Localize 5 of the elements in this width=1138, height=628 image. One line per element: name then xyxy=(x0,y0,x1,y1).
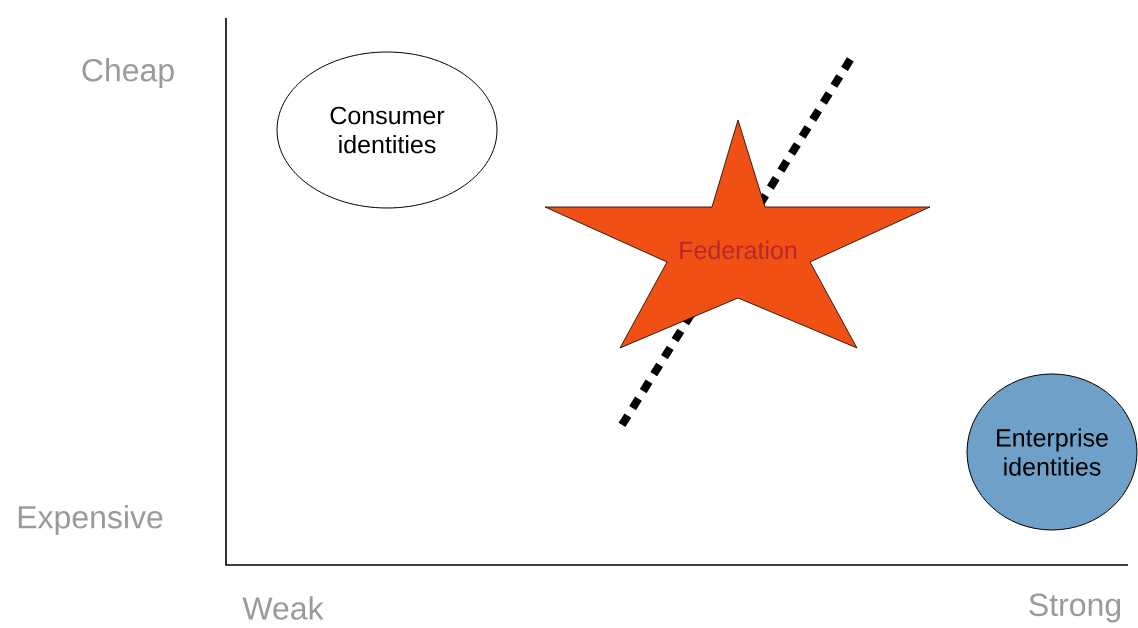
axis-label: Expensive xyxy=(18,505,163,535)
federation-star: Federation xyxy=(544,119,931,349)
axis-label: Strong xyxy=(1029,593,1121,623)
axis-label: Weak xyxy=(242,596,324,620)
axis-label: Cheap xyxy=(82,58,174,88)
